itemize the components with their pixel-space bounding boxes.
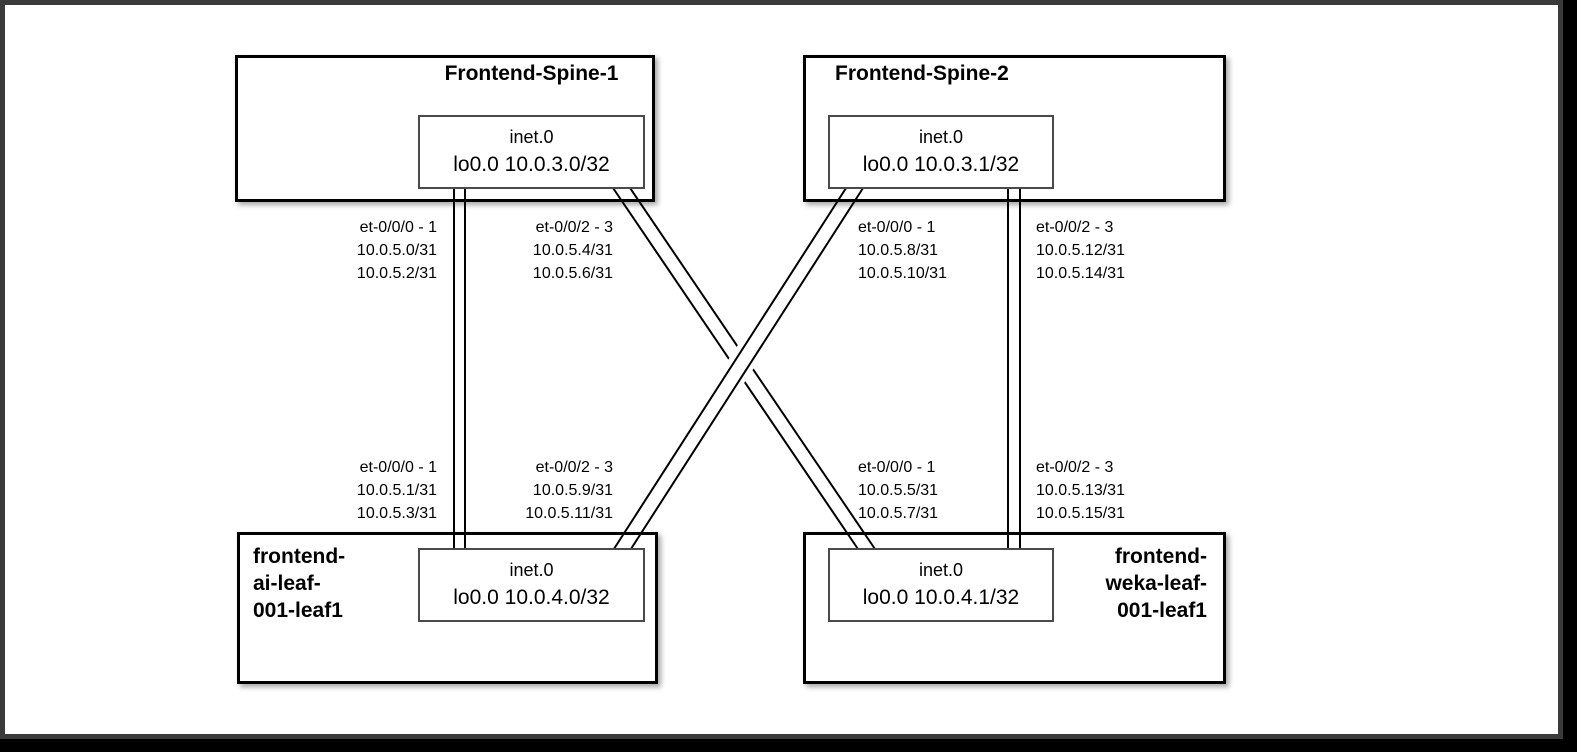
node-title-ai-leaf: frontend- ai-leaf- 001-leaf1 xyxy=(253,543,345,624)
frame-band-bottom xyxy=(0,739,1577,752)
node-frontend-spine-1 xyxy=(235,55,655,202)
subnet: 10.0.5.5/31 xyxy=(858,482,939,499)
node-title-line: 001-leaf1 xyxy=(1117,599,1207,622)
node-title-weka-leaf: frontend- weka-leaf- 001-leaf1 xyxy=(1105,543,1207,624)
port-label-spine2-et000: et-0/0/0 - 1 10.0.5.8/31 10.0.5.10/31 xyxy=(858,216,947,285)
subnet: 10.0.5.1/31 xyxy=(356,482,437,499)
port-label-spine1-et000: et-0/0/0 - 1 10.0.5.0/31 10.0.5.2/31 xyxy=(357,216,437,285)
subnet: 10.0.5.4/31 xyxy=(532,242,613,259)
link-spine2-ai-line-a xyxy=(611,184,849,553)
port-label-spine1-et002: et-0/0/2 - 3 10.0.5.4/31 10.0.5.6/31 xyxy=(533,216,613,285)
node-title-line: frontend- xyxy=(1114,545,1207,568)
node-title-spine-2: Frontend-Spine-2 xyxy=(835,62,1009,85)
route-table-spine-1: inet.0 lo0.0 10.0.3.0/32 xyxy=(418,115,645,189)
interface-range: et-0/0/2 - 3 xyxy=(535,219,613,236)
interface-range: et-0/0/0 - 1 xyxy=(359,459,437,476)
port-label-spine2-et002: et-0/0/2 - 3 10.0.5.12/31 10.0.5.14/31 xyxy=(1036,216,1125,285)
route-table-spine-2: inet.0 lo0.0 10.0.3.1/32 xyxy=(828,115,1054,189)
loopback-address: lo0.0 10.0.3.0/32 xyxy=(453,153,610,176)
loopback-address: lo0.0 10.0.4.0/32 xyxy=(453,586,610,609)
route-table-name: inet.0 xyxy=(918,560,964,580)
subnet: 10.0.5.6/31 xyxy=(532,265,613,282)
route-table-name: inet.0 xyxy=(509,560,554,580)
route-table-weka-leaf: inet.0 lo0.0 10.0.4.1/32 xyxy=(828,548,1054,622)
interface-range: et-0/0/0 - 1 xyxy=(359,219,437,236)
link-spine2-ai-line-b xyxy=(628,184,866,553)
interface-range: et-0/0/0 - 1 xyxy=(858,459,936,476)
subnet: 10.0.5.8/31 xyxy=(858,242,939,259)
port-label-weka-et002: et-0/0/2 - 3 10.0.5.13/31 10.0.5.15/31 xyxy=(1036,456,1125,525)
port-label-ai-et002: et-0/0/2 - 3 10.0.5.9/31 10.0.5.11/31 xyxy=(525,456,613,525)
frame-band-right xyxy=(1563,0,1577,752)
node-title-spine-1: Frontend-Spine-1 xyxy=(444,62,619,85)
subnet: 10.0.5.15/31 xyxy=(1036,505,1125,522)
subnet: 10.0.5.14/31 xyxy=(1036,265,1125,282)
node-frontend-spine-2 xyxy=(803,55,1226,202)
subnet: 10.0.5.7/31 xyxy=(858,505,939,522)
route-table-ai-leaf: inet.0 lo0.0 10.0.4.0/32 xyxy=(418,548,645,622)
subnet: 10.0.5.3/31 xyxy=(356,505,437,522)
interface-range: et-0/0/2 - 3 xyxy=(1036,219,1114,236)
subnet: 10.0.5.12/31 xyxy=(1036,242,1125,259)
subnet: 10.0.5.13/31 xyxy=(1036,482,1125,499)
interface-range: et-0/0/2 - 3 xyxy=(535,459,613,476)
port-label-ai-et000: et-0/0/0 - 1 10.0.5.1/31 10.0.5.3/31 xyxy=(357,456,437,525)
node-frontend-weka-leaf xyxy=(803,532,1226,684)
loopback-address: lo0.0 10.0.3.1/32 xyxy=(862,153,1020,176)
route-table-name: inet.0 xyxy=(509,127,554,147)
subnet: 10.0.5.0/31 xyxy=(356,242,437,259)
route-table-name: inet.0 xyxy=(918,127,964,147)
loopback-address: lo0.0 10.0.4.1/32 xyxy=(862,586,1020,609)
interface-range: et-0/0/2 - 3 xyxy=(1036,459,1114,476)
port-label-weka-et000: et-0/0/0 - 1 10.0.5.5/31 10.0.5.7/31 xyxy=(858,456,938,525)
node-frontend-ai-leaf xyxy=(237,532,658,684)
node-title-line: 001-leaf1 xyxy=(253,599,343,622)
interface-range: et-0/0/0 - 1 xyxy=(858,219,936,236)
subnet: 10.0.5.10/31 xyxy=(858,265,947,282)
subnet: 10.0.5.2/31 xyxy=(356,265,437,282)
subnet: 10.0.5.11/31 xyxy=(525,505,613,522)
subnet: 10.0.5.9/31 xyxy=(532,482,613,499)
node-title-line: frontend- xyxy=(253,545,346,568)
node-title-line: ai-leaf- xyxy=(253,572,321,595)
line-crossing-gap xyxy=(707,321,775,407)
node-title-line: weka-leaf- xyxy=(1105,572,1207,595)
